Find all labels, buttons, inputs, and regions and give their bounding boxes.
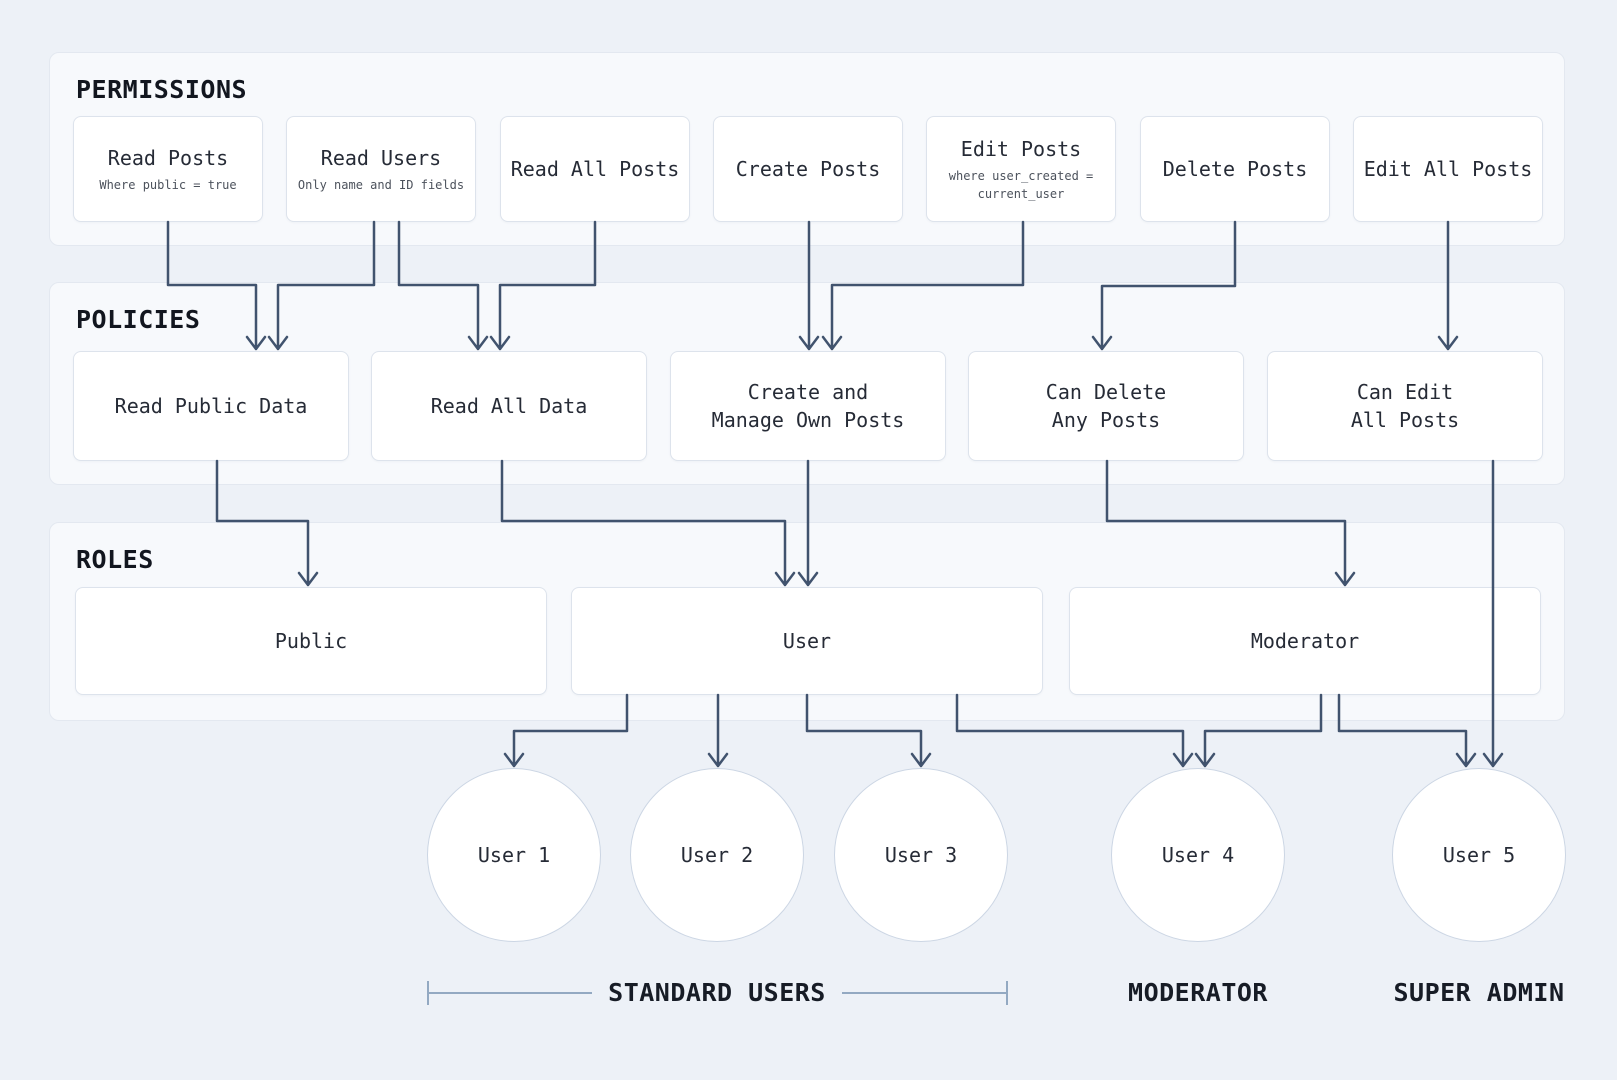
permission-label: Create Posts: [735, 157, 881, 181]
policy-box-read-all-data: Read All Data: [371, 351, 647, 461]
permission-label: Edit Posts: [960, 137, 1082, 161]
policies-title: POLICIES: [76, 305, 201, 334]
policy-label: Read Public Data: [114, 394, 308, 418]
user-circle-2: User 2: [630, 768, 804, 942]
user-label: User 3: [884, 843, 958, 867]
user-circle-1: User 1: [427, 768, 601, 942]
permission-box-delete-posts: Delete Posts: [1140, 116, 1330, 222]
permission-sublabel: where user_created = current_user: [948, 169, 1094, 201]
permission-label: Read All Posts: [510, 157, 680, 181]
permissions-title: PERMISSIONS: [76, 75, 248, 104]
role-box-moderator: Moderator: [1069, 587, 1541, 695]
role-label: User: [782, 629, 832, 653]
permission-label: Read Users: [320, 146, 442, 170]
standard-users-bracket-right-tick: [1006, 981, 1008, 1005]
standard-users-bracket-right-line: [842, 992, 1007, 994]
permission-sublabel: Only name and ID fields: [297, 178, 465, 192]
policy-box-create-and-manage-own-posts: Create and Manage Own Posts: [670, 351, 946, 461]
user-label: User 2: [680, 843, 754, 867]
policy-label: Read All Data: [430, 394, 588, 418]
policy-label: Create and Manage Own Posts: [711, 380, 905, 432]
user-circle-5: User 5: [1392, 768, 1566, 942]
permission-box-read-all-posts: Read All Posts: [500, 116, 690, 222]
role-label: Moderator: [1250, 629, 1360, 653]
policy-box-can-delete-any-posts: Can Delete Any Posts: [968, 351, 1244, 461]
permission-sublabel: Where public = true: [99, 178, 237, 192]
role-label: Public: [274, 629, 348, 653]
policy-box-can-edit-all-posts: Can Edit All Posts: [1267, 351, 1543, 461]
permission-label: Edit All Posts: [1363, 157, 1533, 181]
user-label: User 1: [477, 843, 551, 867]
user-label: User 5: [1442, 843, 1516, 867]
policy-box-read-public-data: Read Public Data: [73, 351, 349, 461]
permission-box-read-posts: Read Posts Where public = true: [73, 116, 263, 222]
user-circle-4: User 4: [1111, 768, 1285, 942]
permission-box-edit-posts: Edit Posts where user_created = current_…: [926, 116, 1116, 222]
policy-label: Can Delete Any Posts: [1045, 380, 1167, 432]
permission-box-read-users: Read Users Only name and ID fields: [286, 116, 476, 222]
user-circle-3: User 3: [834, 768, 1008, 942]
role-box-user: User: [571, 587, 1043, 695]
super-admin-group-label: SUPER ADMIN: [1393, 978, 1565, 1007]
user-label: User 4: [1161, 843, 1235, 867]
permission-label: Delete Posts: [1162, 157, 1308, 181]
policy-label: Can Edit All Posts: [1350, 380, 1460, 432]
permission-box-create-posts: Create Posts: [713, 116, 903, 222]
permission-box-edit-all-posts: Edit All Posts: [1353, 116, 1543, 222]
moderator-group-label: MODERATOR: [1128, 978, 1268, 1007]
role-box-public: Public: [75, 587, 547, 695]
permission-label: Read Posts: [107, 146, 229, 170]
roles-title: ROLES: [76, 545, 154, 574]
standard-users-bracket-left-line: [428, 992, 592, 994]
standard-users-group-label: STANDARD USERS: [608, 978, 826, 1007]
